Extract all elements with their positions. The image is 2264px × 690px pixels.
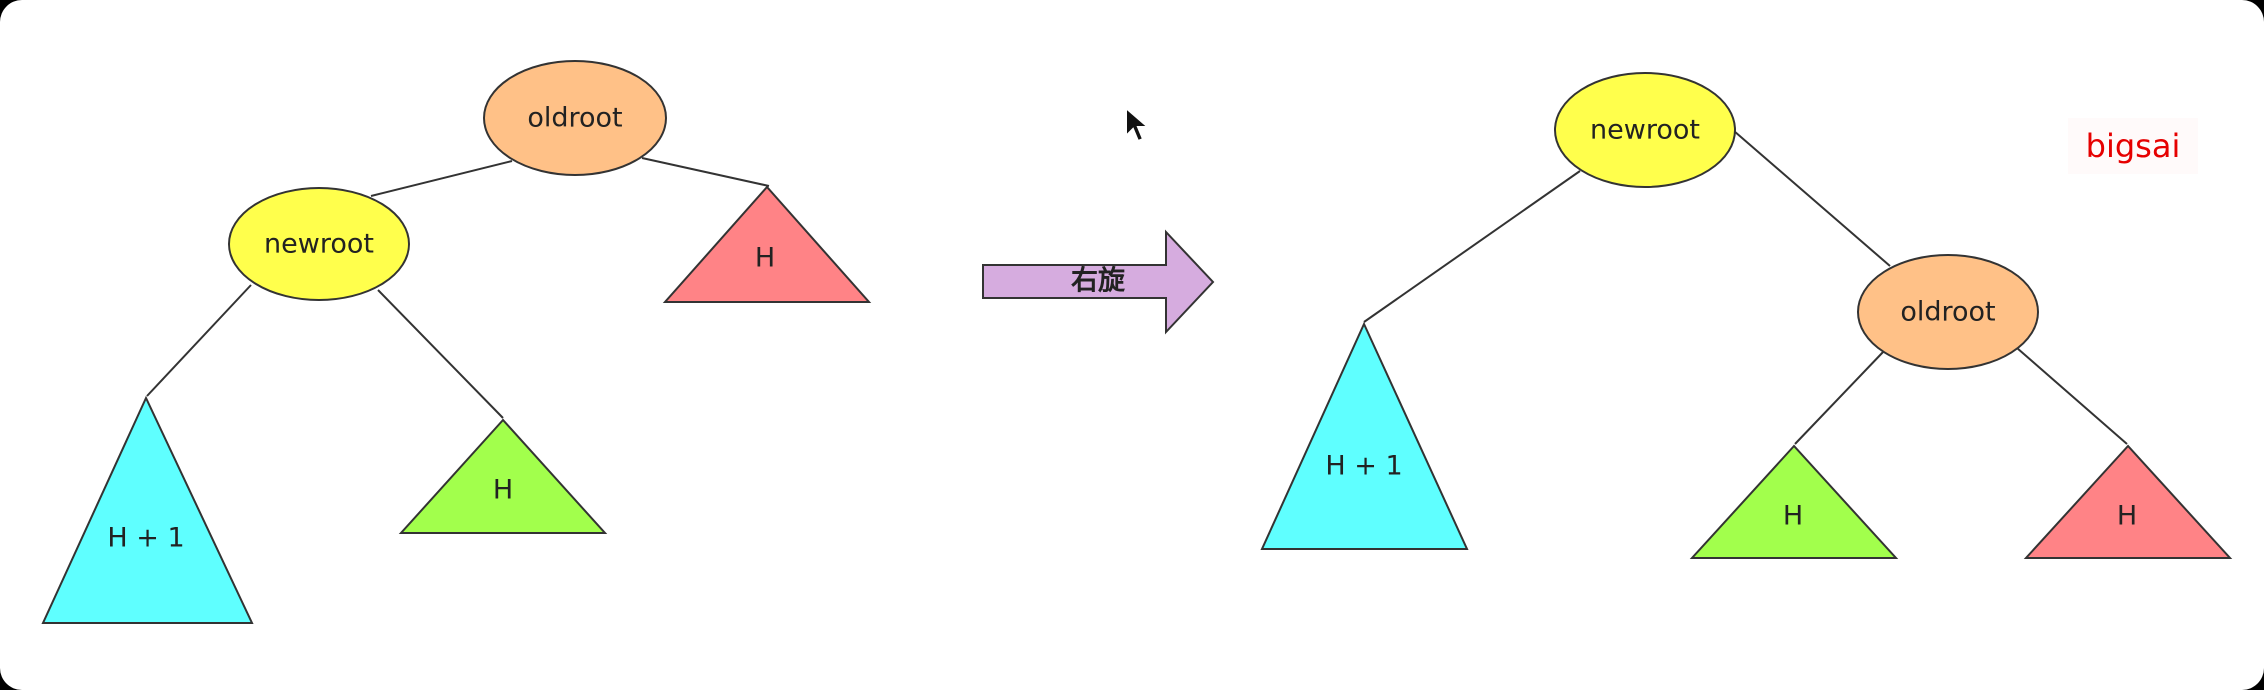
after-newroot-label: newroot (1590, 115, 1700, 146)
edge-newroot-oldroot-after (1733, 130, 1891, 267)
edge-oldroot-left-subtree-after (1794, 350, 1885, 445)
edge-newroot-right-subtree (377, 289, 504, 419)
after-oldroot-left-subtree (1689, 444, 1899, 559)
before-newroot-left-subtree-label: H + 1 (107, 523, 184, 554)
right-arrow-icon (982, 229, 1215, 335)
after-oldroot-right-subtree-label: H (2117, 501, 2137, 532)
after-left-subtree-label: H + 1 (1325, 451, 1402, 482)
before-right-subtree (662, 185, 872, 303)
after-tree: H + 1 H H newroot oldroot (1260, 72, 2233, 559)
before-tree: H H + 1 H oldroot newroot (41, 60, 872, 624)
edge-newroot-left-subtree-after (1363, 170, 1581, 323)
edge-oldroot-right-subtree (641, 157, 770, 187)
before-newroot-label: newroot (264, 229, 374, 260)
after-oldroot-right-subtree (2023, 444, 2233, 559)
after-left-subtree (1260, 321, 1469, 550)
before-newroot-right-subtree (398, 418, 608, 534)
rotation-arrow: 右旋 (982, 229, 1215, 335)
before-right-subtree-label: H (755, 243, 775, 274)
edge-oldroot-newroot (370, 160, 513, 197)
mouse-pointer-icon (1125, 105, 1151, 143)
after-newroot-node (1554, 72, 1736, 188)
after-oldroot-node (1857, 254, 2039, 370)
before-newroot-node (228, 187, 410, 301)
rotation-label: 右旋 (1071, 266, 1125, 297)
after-oldroot-left-subtree-label: H (1783, 501, 1803, 532)
before-oldroot-label: oldroot (527, 103, 622, 134)
before-newroot-right-subtree-label: H (493, 475, 513, 506)
before-oldroot-node (483, 60, 667, 176)
edge-newroot-left-subtree (146, 284, 252, 397)
edge-oldroot-right-subtree-after (2016, 347, 2128, 445)
watermark-text: bigsai (2068, 118, 2198, 174)
after-oldroot-label: oldroot (1900, 297, 1995, 328)
before-newroot-left-subtree (41, 395, 254, 624)
